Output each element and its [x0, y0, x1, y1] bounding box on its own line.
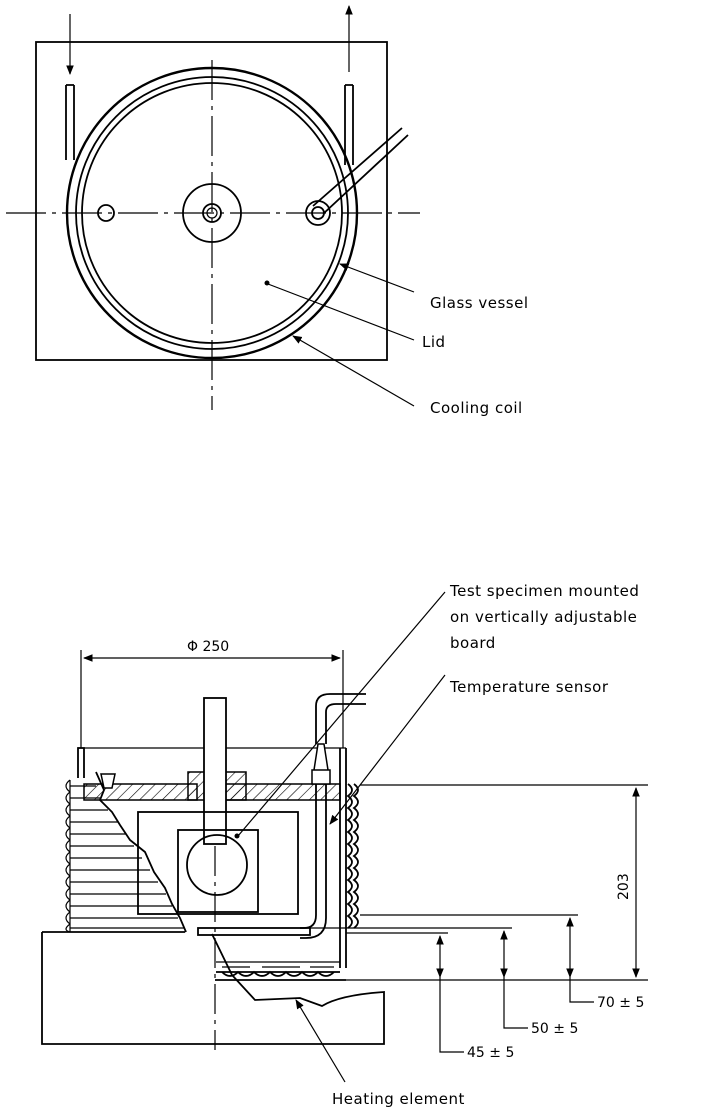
label-cooling-coil: Cooling coil [430, 399, 523, 417]
heating-element [216, 970, 340, 977]
label-specimen-line1: Test specimen mounted [449, 582, 639, 600]
leader-cooling-coil [292, 335, 415, 407]
dim-50-leader [503, 977, 528, 1029]
dim-diameter-label: Φ 250 [187, 639, 229, 655]
coil-inlet-pipe [65, 84, 75, 160]
dim-70-leader [569, 977, 594, 1003]
coil-outlet-pipe [344, 84, 354, 165]
dim-45-leader [439, 977, 464, 1053]
section-view: Φ 250 203 70 ± 5 50 ± 5 45 ± 5 Test spec… [41, 582, 648, 1108]
central-shaft [203, 697, 227, 845]
support-plate [197, 927, 311, 936]
test-specimen [186, 834, 248, 896]
leader-lid [267, 283, 415, 341]
specimen-board [177, 829, 259, 913]
lid-left-part [83, 783, 198, 801]
cooling-coil-section-right [346, 783, 359, 929]
sensor-rod [312, 127, 409, 215]
specimen-frame [137, 811, 299, 915]
dim-70-label: 70 ± 5 [597, 995, 644, 1011]
dim-50-label: 50 ± 5 [531, 1021, 578, 1037]
leader-temperature-sensor [329, 674, 446, 825]
vessel-wall-left [77, 747, 85, 778]
central-boss-inner [206, 207, 218, 219]
central-boss-outer [182, 183, 242, 243]
top-view: Glass vessel Lid Cooling coil [6, 5, 529, 417]
dim-203-label: 203 [616, 873, 632, 900]
liquid-level [216, 961, 340, 968]
label-glass-vessel: Glass vessel [430, 294, 529, 312]
label-heating-element: Heating element [332, 1090, 465, 1108]
leader-glass-vessel [339, 263, 415, 293]
specimen-dot [234, 833, 240, 839]
dim-45-label: 45 ± 5 [467, 1045, 514, 1061]
label-lid: Lid [422, 333, 446, 351]
sensor-cable [315, 693, 366, 744]
temperature-sensor-tube [300, 760, 327, 939]
label-specimen-line3: board [450, 634, 496, 652]
leader-test-specimen [237, 591, 446, 837]
label-specimen-line2: on vertically adjustable [450, 608, 637, 626]
sensor-fitting [311, 743, 331, 785]
base-block [41, 931, 385, 1045]
lid-knob [100, 773, 116, 789]
label-temperature-sensor: Temperature sensor [449, 678, 609, 696]
central-boss-mid [202, 203, 222, 223]
vessel-wall-right [339, 748, 347, 968]
lid-hole [97, 204, 115, 222]
leader-heating-element [295, 999, 346, 1083]
